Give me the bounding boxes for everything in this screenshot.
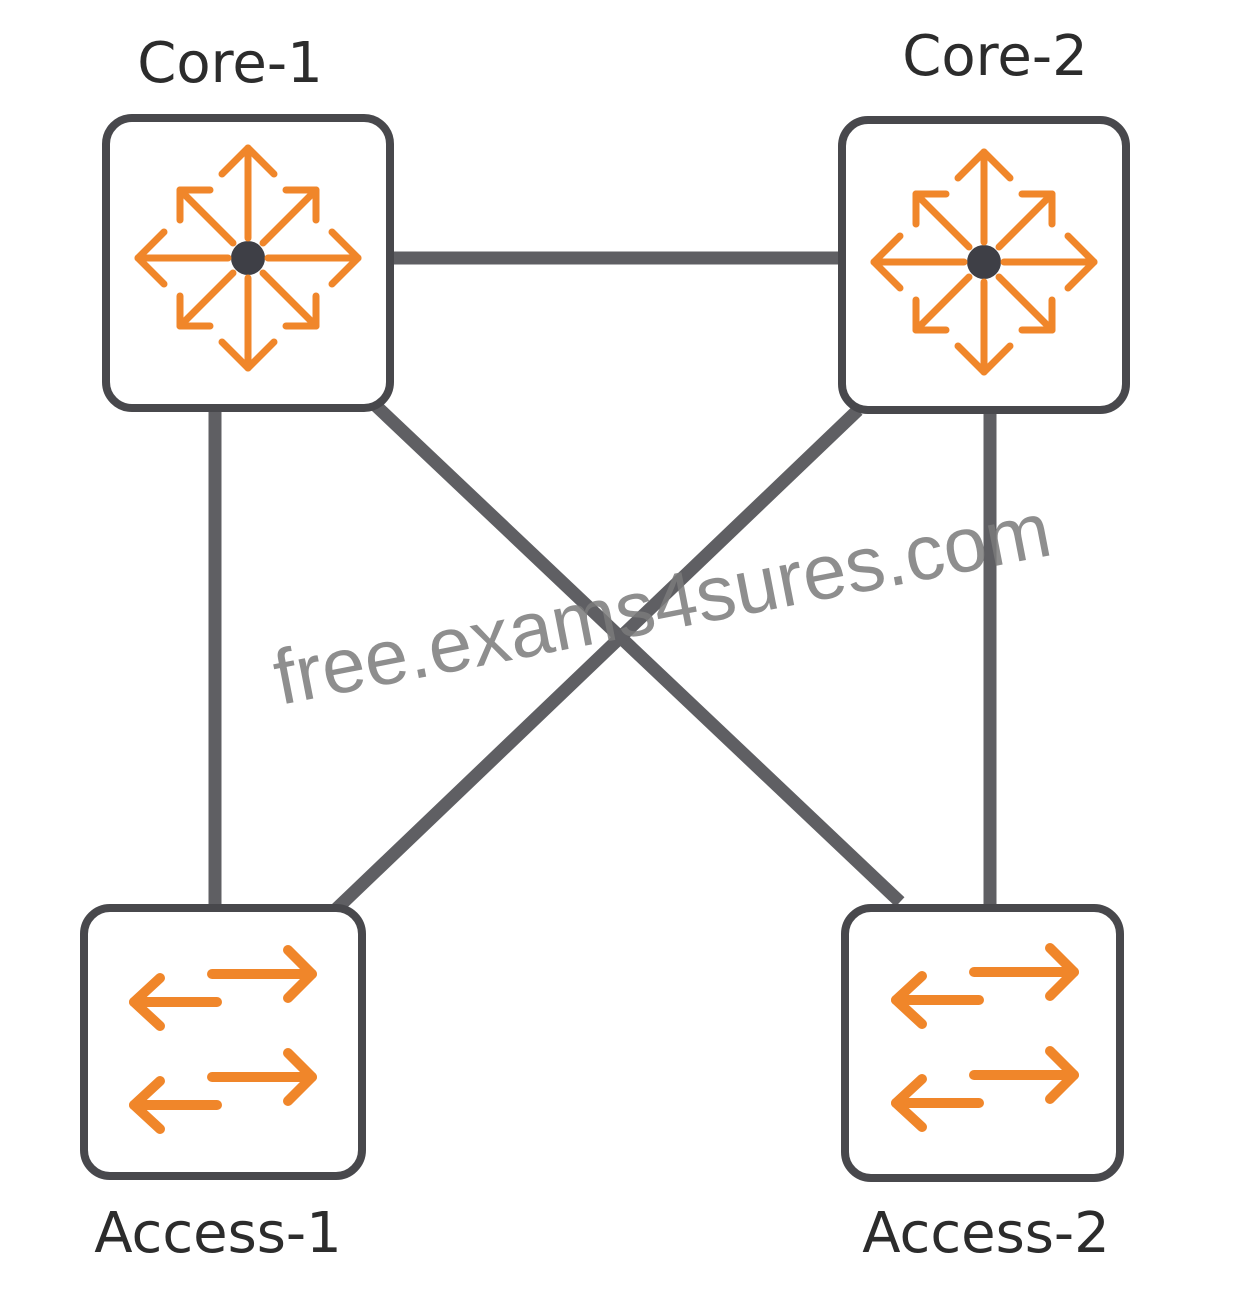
links-layer [208, 251, 997, 920]
access2-label: Access-2 [862, 1201, 1110, 1266]
core1-node: Core-1 [102, 31, 394, 412]
link-core2-access1 [325, 405, 863, 920]
core1-label: Core-1 [137, 31, 322, 96]
core2-node: Core-2 [838, 24, 1130, 414]
watermark-text: free.exams4sures.com [266, 485, 1057, 722]
access1-label: Access-1 [94, 1201, 342, 1266]
access2-node: Access-2 [841, 904, 1124, 1266]
core2-label: Core-2 [902, 24, 1087, 89]
access1-node: Access-1 [80, 904, 366, 1266]
access2-box [841, 904, 1124, 1182]
access1-box [80, 904, 366, 1180]
link-core1-access2 [367, 397, 905, 907]
